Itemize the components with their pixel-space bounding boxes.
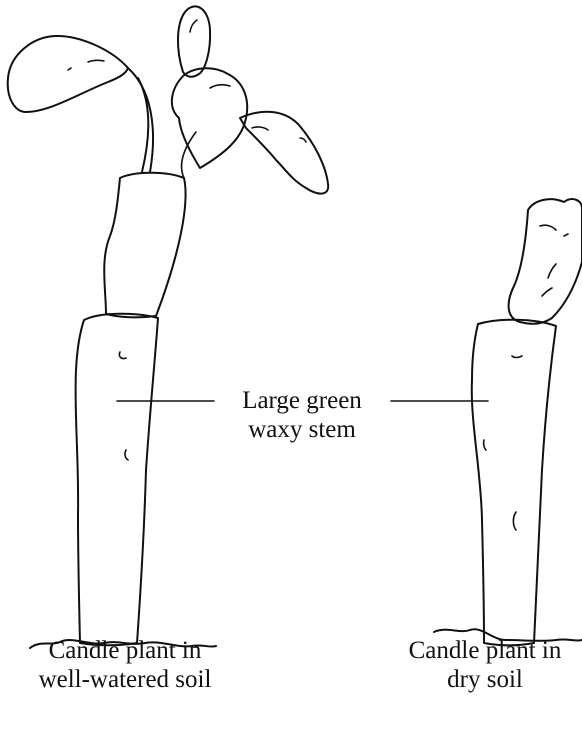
caption-left-line2: well-watered soil [6, 665, 244, 694]
healthy-middle-leaf [172, 68, 247, 168]
healthy-right-leaf [240, 112, 328, 194]
healthy-leaf-stalks [128, 68, 153, 172]
stem-label: Large green waxy stem [212, 386, 392, 444]
dry-shriveled-leaf [509, 199, 582, 324]
healthy-upper-stem [104, 173, 185, 318]
dry-main-stem [472, 320, 556, 646]
healthy-main-stem [76, 314, 158, 646]
healthy-left-leaf [8, 36, 128, 112]
caption-right-line2: dry soil [385, 665, 582, 694]
stem-label-line1: Large green [212, 386, 392, 415]
stem-label-line2: waxy stem [212, 415, 392, 444]
healthy-plant [8, 6, 328, 648]
caption-left-line1: Candle plant in [6, 636, 244, 665]
caption-well-watered: Candle plant in well-watered soil [6, 636, 244, 694]
caption-right-line1: Candle plant in [385, 636, 582, 665]
caption-dry-soil: Candle plant in dry soil [385, 636, 582, 694]
healthy-top-leaf [178, 6, 210, 76]
dry-plant [434, 199, 582, 645]
